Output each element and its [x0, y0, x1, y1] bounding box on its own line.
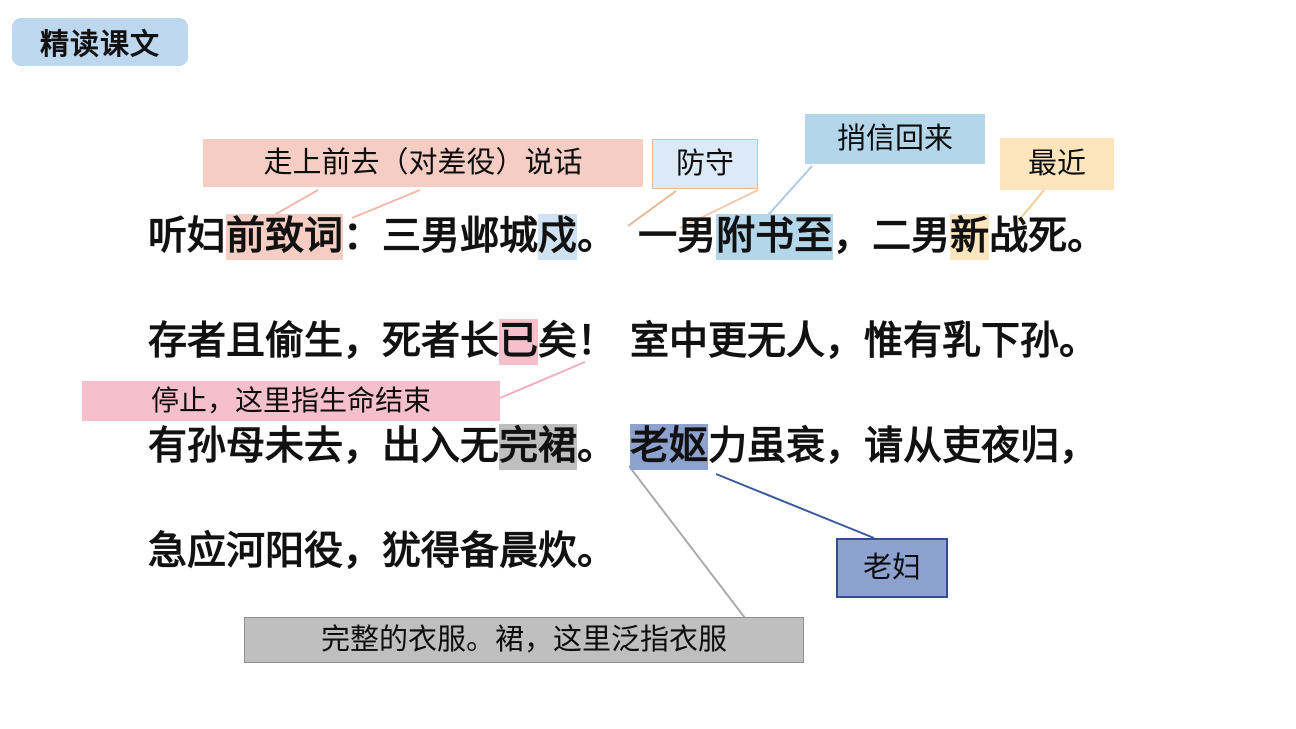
highlight-yi: 已 [499, 319, 539, 365]
poem-text: 听妇 [148, 215, 227, 258]
highlight-fushuzhi: 附书至 [716, 214, 834, 260]
connector-whole-clothes [628, 465, 746, 619]
highlight-xin: 新 [950, 214, 990, 260]
poem-text: 力虽衰，请从吏夜归， [708, 425, 1099, 468]
poem-text: 一男 [638, 215, 717, 258]
poem-text: 有孙母未去，出入无 [148, 425, 500, 468]
connector-stop-death [499, 361, 586, 399]
highlight-laoyu: 老妪 [630, 424, 709, 470]
poem-line-1: 听妇前致词：三男邺城戍。一男附书至，二男新战死。 [148, 214, 1107, 260]
poem-text: 。 [577, 215, 617, 258]
highlight-wanqun: 完裙 [499, 424, 578, 470]
poem-text: 矣！ [538, 320, 617, 363]
annotation-defend: 防守 [652, 139, 758, 189]
poem-text: 室中更无人，惟有乳下孙。 [630, 320, 1099, 363]
poem-text: 。 [577, 425, 617, 468]
highlight-qianzhici: 前致词 [226, 214, 344, 260]
poem-text: ：三男邺城 [343, 215, 539, 258]
annotation-walk-forward: 走上前去（对差役）说话 [203, 139, 643, 187]
annotation-stop-death: 停止，这里指生命结束 [82, 381, 500, 421]
poem-line-3: 有孙母未去，出入无完裙。老妪力虽衰，请从吏夜归， [148, 424, 1099, 470]
highlight-shu: 戍 [538, 214, 578, 260]
poem-text: 存者且偷生，死者长 [148, 320, 500, 363]
connector-walk-forward-2 [351, 189, 421, 219]
poem-line-4: 急应河阳役，犹得备晨炊。 [148, 530, 616, 575]
annotation-send-letter: 捎信回来 [805, 114, 985, 164]
page-title: 精读课文 [12, 18, 188, 66]
poem-text: 急应河阳役，犹得备晨炊。 [148, 530, 617, 573]
connector-old-woman [715, 473, 875, 539]
poem-text: 战死。 [989, 215, 1107, 258]
annotation-old-woman: 老妇 [836, 538, 948, 598]
annotation-whole-clothes: 完整的衣服。裙，这里泛指衣服 [244, 617, 804, 663]
annotation-recently: 最近 [1000, 138, 1114, 190]
poem-text: ，二男 [833, 215, 951, 258]
poem-line-2: 存者且偷生，死者长已矣！ 室中更无人，惟有乳下孙。 [148, 319, 1099, 365]
